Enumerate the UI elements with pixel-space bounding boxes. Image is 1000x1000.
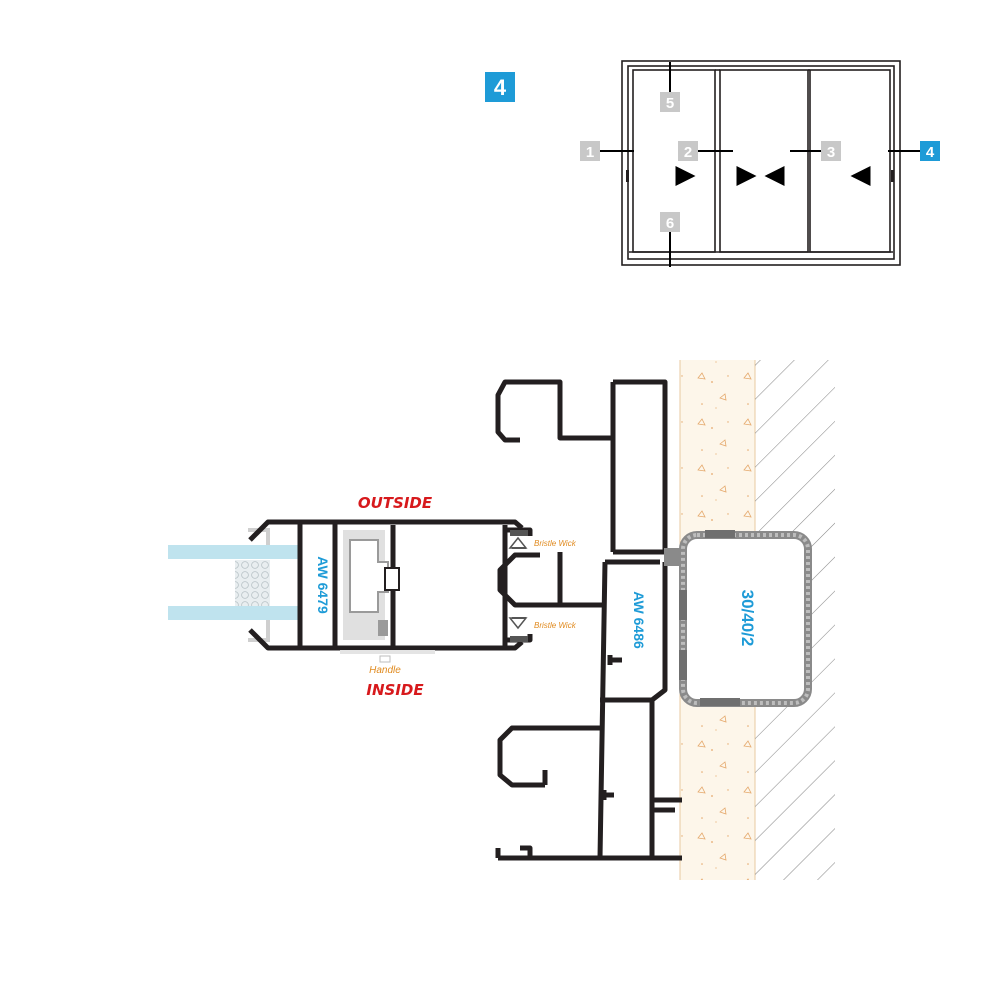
handle-label: Handle bbox=[369, 665, 401, 676]
glass-pane-inner bbox=[168, 606, 298, 620]
bristle-wick-top-label: Bristle Wick bbox=[534, 539, 577, 548]
outside-label: OUTSIDE bbox=[358, 494, 433, 512]
marker-6: 6 bbox=[660, 212, 680, 232]
section-cut-lines bbox=[600, 62, 920, 267]
svg-text:4: 4 bbox=[926, 144, 935, 161]
svg-text:3: 3 bbox=[827, 144, 835, 161]
section-number: 4 bbox=[494, 75, 507, 100]
sash-thermal-break bbox=[343, 530, 400, 640]
steel-tube bbox=[679, 530, 812, 707]
frame-profile-label: AW 6486 bbox=[631, 591, 647, 649]
svg-text:1: 1 bbox=[586, 144, 594, 161]
svg-text:6: 6 bbox=[666, 215, 674, 232]
bristle-wick-bottom-label: Bristle Wick bbox=[534, 621, 577, 630]
glass-spacer bbox=[235, 560, 270, 606]
marker-2: 2 bbox=[678, 141, 698, 161]
marker-5: 5 bbox=[660, 92, 680, 112]
svg-text:5: 5 bbox=[666, 95, 674, 112]
frame-profile bbox=[495, 379, 682, 861]
steel-profile-label: 30/40/2 bbox=[738, 590, 757, 647]
door-elevation bbox=[621, 60, 901, 266]
handle-icon bbox=[340, 650, 435, 663]
glazing bbox=[168, 528, 298, 642]
marker-1: 1 bbox=[580, 141, 600, 161]
bristle-wick-bottom bbox=[508, 617, 528, 642]
key-plan: 4 1 bbox=[485, 60, 940, 267]
inside-label: INSIDE bbox=[366, 681, 424, 699]
marker-3: 3 bbox=[821, 141, 841, 161]
section-number-badge bbox=[485, 72, 515, 102]
sash-profile-label: AW 6479 bbox=[315, 556, 331, 614]
svg-text:2: 2 bbox=[684, 144, 692, 161]
marker-4-active: 4 bbox=[920, 141, 940, 161]
bristle-wick-top bbox=[508, 530, 528, 549]
glass-pane-outer bbox=[168, 545, 298, 559]
